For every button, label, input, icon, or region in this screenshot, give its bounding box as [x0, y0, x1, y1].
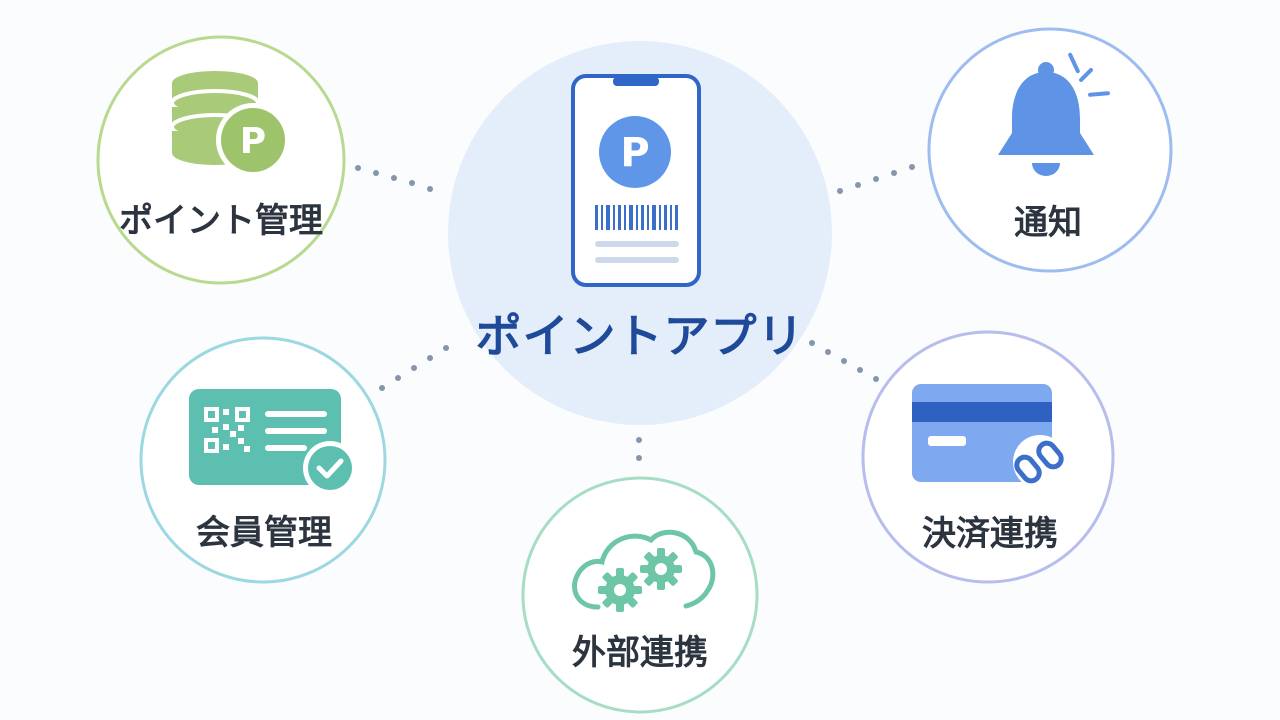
connector-points [355, 165, 433, 192]
database-coin-icon [170, 71, 290, 177]
connector-member [379, 345, 449, 391]
label-member: 会員管理 [196, 513, 332, 553]
connector-payment [809, 340, 879, 382]
bell-icon [998, 52, 1110, 176]
member-card-icon [189, 389, 357, 495]
node-external-circle [521, 476, 759, 714]
center-badge-letter: P [620, 130, 649, 176]
smartphone-icon [571, 74, 701, 287]
label-payment: 決済連携 [922, 514, 1058, 554]
p-badge-icon [599, 116, 671, 188]
label-points: ポイント管理 [119, 201, 323, 241]
center-title: ポイントアプリ [475, 309, 805, 363]
points-badge-letter: P [240, 121, 266, 162]
cloud-gears-icon [572, 529, 716, 612]
label-notify: 通知 [1014, 203, 1082, 243]
connector-notify [837, 164, 915, 194]
credit-card-link-icon [912, 384, 1067, 489]
barcode-icon [595, 205, 678, 230]
connector-external [636, 437, 642, 461]
connectors [355, 164, 915, 461]
label-external: 外部連携 [572, 633, 708, 673]
qr-code-icon [204, 407, 250, 453]
